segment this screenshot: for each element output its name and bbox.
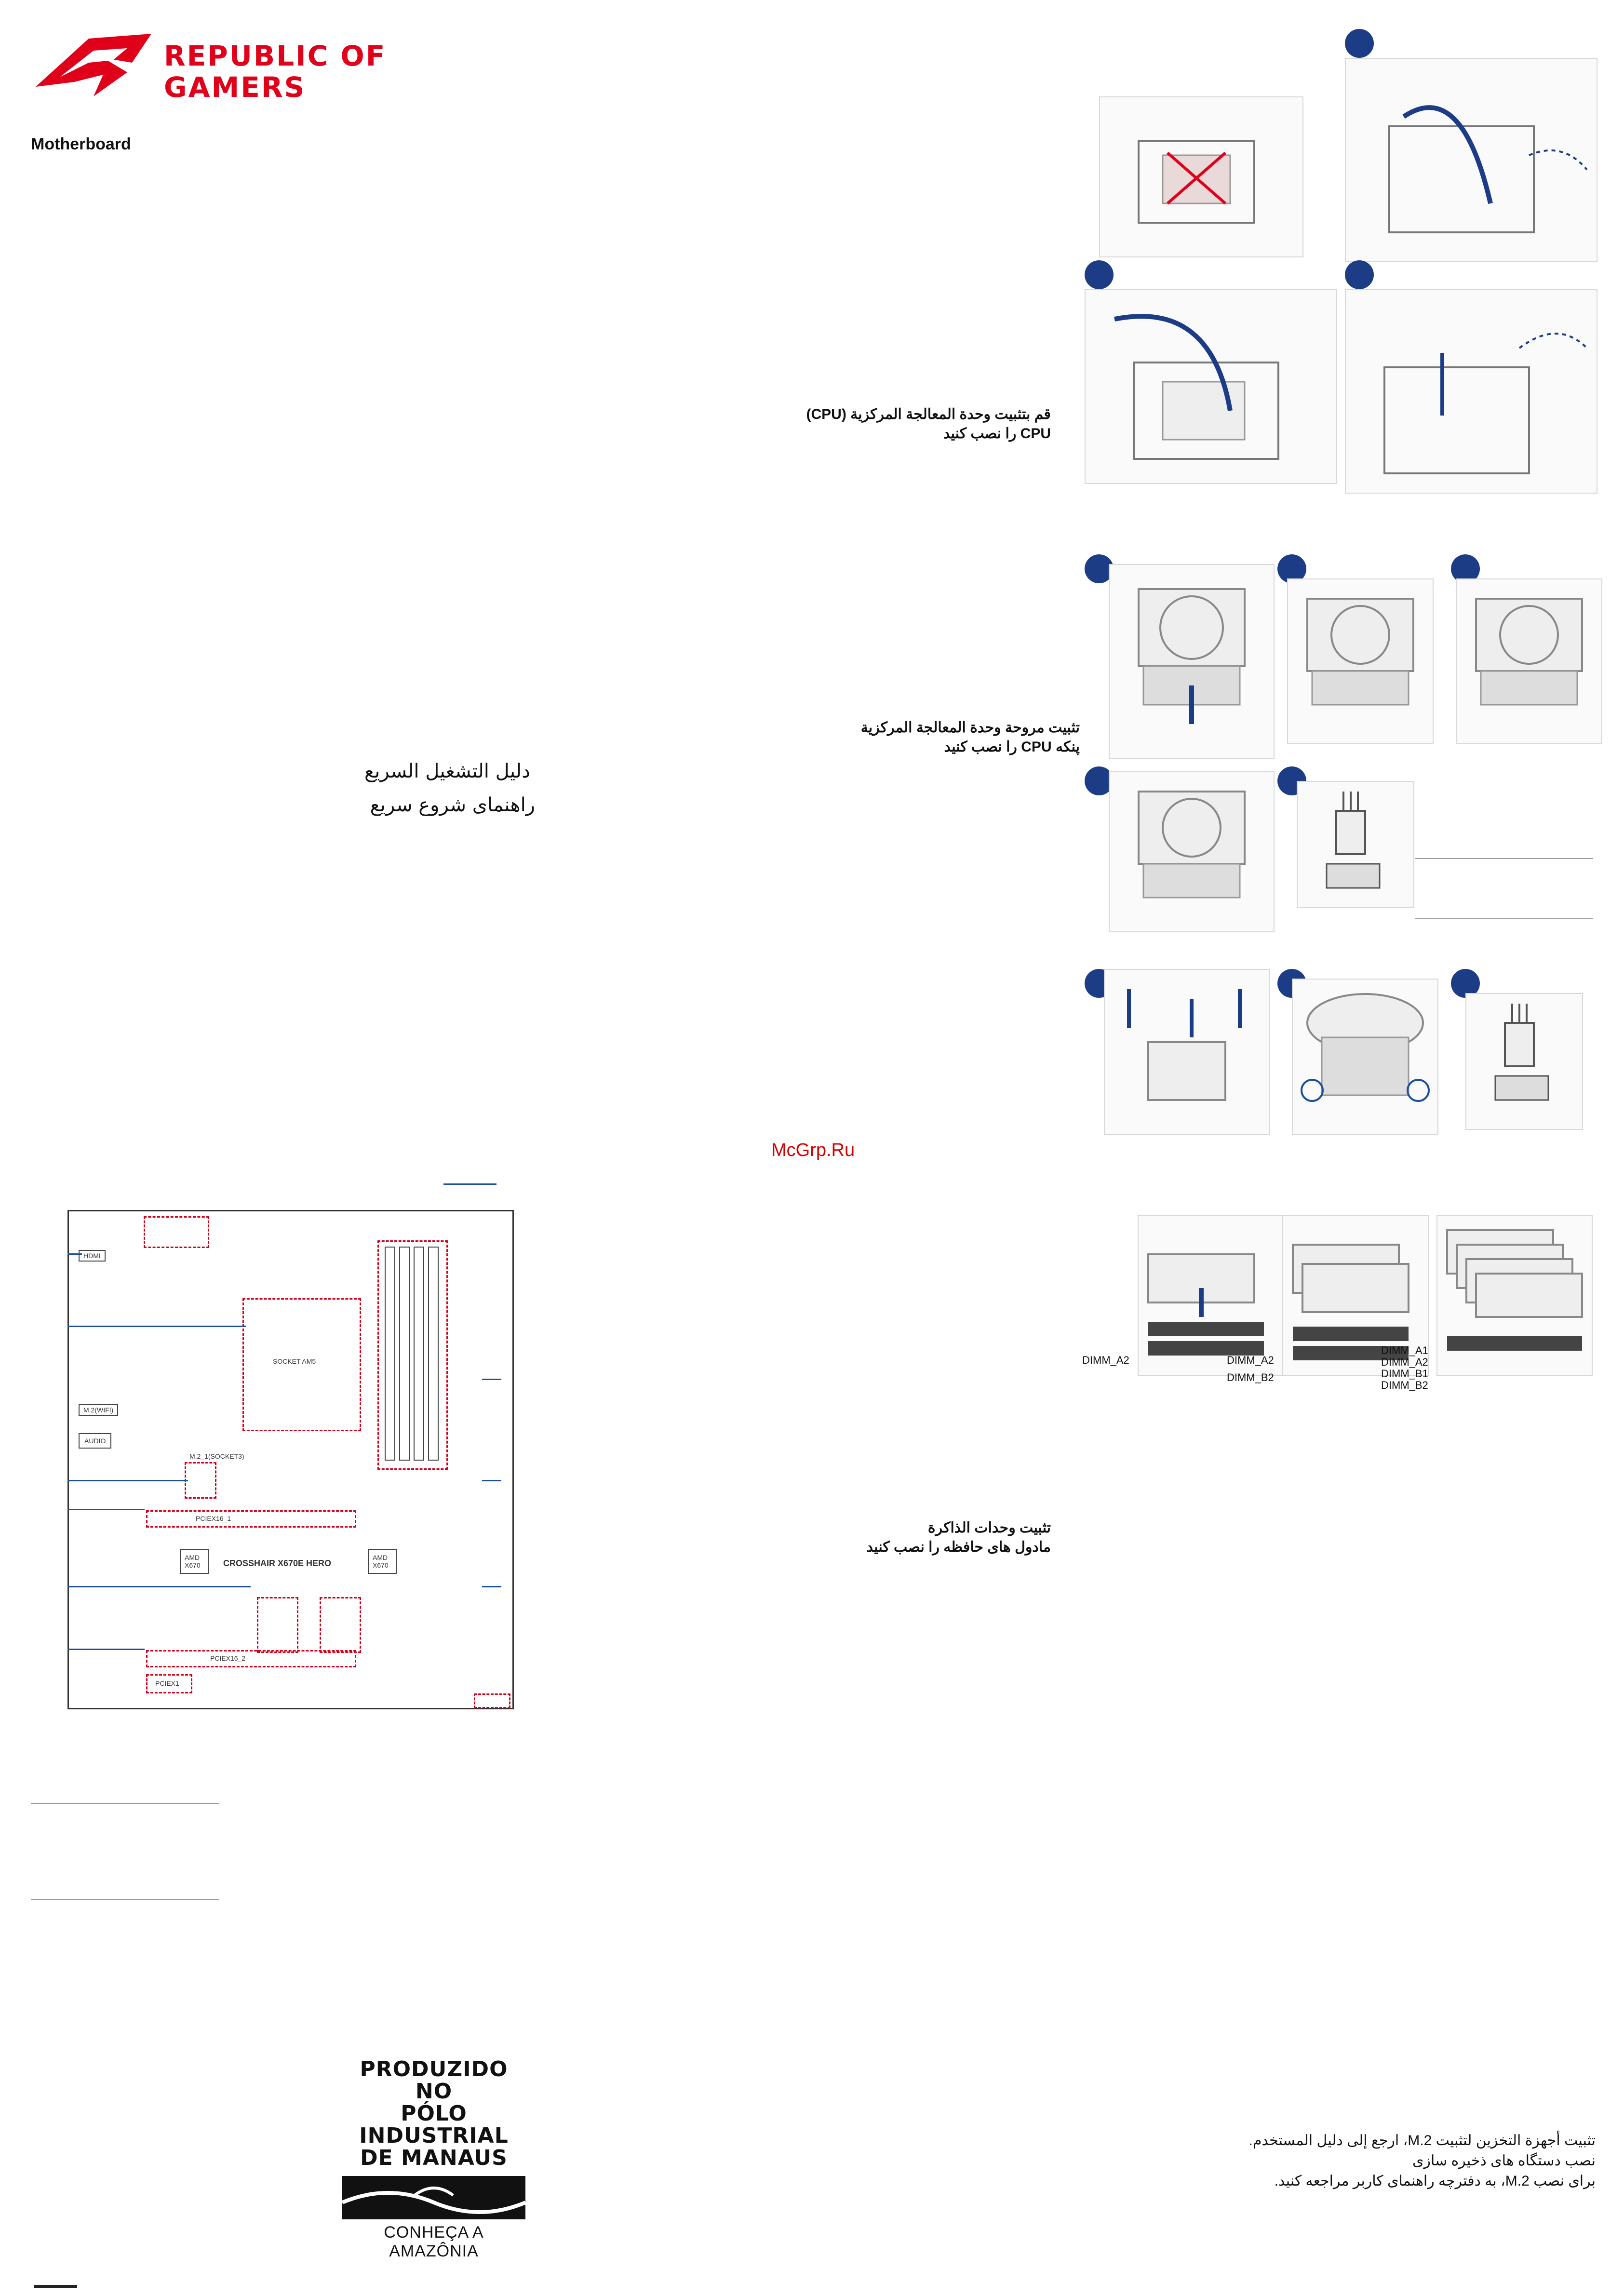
manaus-tagline: CONHEÇA A AMAZÔNIA [384, 2223, 484, 2260]
rear-io-header-highlight [144, 1216, 209, 1248]
fan-note-rule-bottom [1415, 918, 1593, 919]
dimm-slot [385, 1247, 395, 1461]
m2-slot-label: M.2_1(SOCKET3) [189, 1452, 244, 1460]
callout-line [67, 1326, 246, 1327]
socket-label: SOCKET AM5 [273, 1357, 316, 1365]
fan-title-arabic: تثبيت مروحة وحدة المعالجة المركزية [860, 720, 1080, 736]
step-badge [1085, 260, 1114, 289]
callout-line [67, 1480, 188, 1481]
dimm-config-4: DIMM_A1 DIMM_A2 DIMM_B1 DIMM_B2 [1381, 1345, 1428, 1391]
quick-start-title-persian: راهنمای شروع سریع [370, 794, 535, 816]
dimm-slots-highlight [377, 1240, 448, 1470]
fan-illustration-4 [1109, 771, 1275, 932]
m2-storage-note: تثبيت أجهزة التخزين لتثبيت M.2، ارجع إلى… [1109, 2131, 1596, 2191]
dimm-label: DIMM_A2 [1082, 1354, 1129, 1366]
dimm-slot [414, 1247, 424, 1461]
callout-line [482, 1379, 501, 1380]
fan-illustration-2 [1287, 578, 1434, 744]
manaus-emblem [341, 2176, 526, 2219]
manaus-line1: PRODUZIDO NO [360, 2057, 508, 2104]
dimm-label: DIMM_B2 [1381, 1379, 1428, 1391]
pcie-slot-3-label: PCIEX1 [155, 1679, 179, 1687]
cpu-illustration-3 [1085, 289, 1337, 484]
dimm-1-module-illustration [1138, 1215, 1284, 1376]
dimm-4-module-illustration [1436, 1215, 1593, 1376]
watermark-text: McGrp.Ru [771, 1140, 855, 1160]
model-label: CROSSHAIR X670E HERO [223, 1558, 332, 1568]
mb-note-rule-top [31, 1803, 219, 1804]
callout-line [67, 1649, 145, 1650]
mb-note-rule-bottom [31, 1899, 219, 1900]
amd-fan-connector-illustration [1465, 993, 1583, 1130]
manaus-line2: PÓLO INDUSTRIAL [359, 2101, 509, 2148]
cooler-bracket-illustration [1104, 969, 1270, 1135]
fan-illustration-1 [1109, 564, 1275, 759]
fan-title-persian: پنکه CPU را نصب کنید [944, 739, 1080, 755]
memory-section-title: تثبيت وحدات الذاكرة مادول های حافظه را ن… [771, 1518, 1051, 1557]
callout-line [482, 1586, 501, 1587]
pcie-slot-1-highlight: PCIEX16_1 [146, 1510, 356, 1528]
m2-wifi-label: M.2(WIFI) [79, 1404, 119, 1416]
chipset-a-label: AMD X670 [180, 1549, 209, 1574]
memory-title-arabic: تثبيت وحدات الذاكرة [927, 1520, 1051, 1536]
rog-logo [31, 29, 156, 101]
cpu-illustration-2 [1345, 58, 1597, 262]
fan-section-title: تثبيت مروحة وحدة المعالجة المركزية پنکه … [771, 718, 1080, 757]
m2-note-persian-2: برای نصب M.2، به دفترچه راهنمای کاربر مر… [1274, 2173, 1596, 2189]
pcie-slot-1-label: PCIEX16_1 [196, 1515, 231, 1522]
brand-name-line1: REPUBLIC OF [164, 40, 387, 72]
callout-line [482, 1480, 501, 1481]
dimm-2-module-illustration [1282, 1215, 1429, 1376]
dimm-label: DIMM_B1 [1381, 1368, 1428, 1380]
front-panel-highlight [474, 1693, 510, 1708]
dimm-config-2: DIMM_A2 DIMM_B2 [1227, 1355, 1274, 1383]
brand-name-line2: GAMERS [164, 71, 306, 104]
cpu-illustration-4 [1345, 289, 1597, 494]
cpu-socket-highlight: SOCKET AM5 [242, 1298, 361, 1431]
chipset-b-label: AMD X670 [368, 1549, 397, 1574]
dimm-slot [428, 1247, 439, 1461]
amd-cooler-illustration [1292, 979, 1438, 1135]
callout-line [67, 1253, 82, 1255]
m2-slot-3-highlight [320, 1597, 361, 1653]
fan-connector-illustration [1297, 781, 1414, 908]
motherboard-diagram: SOCKET AM5 HDMI M.2(WIFI) AUDIO M.2_1(SO… [67, 1210, 514, 1709]
dimm-label: DIMM_A1 [1381, 1344, 1428, 1356]
dimm-config-1: DIMM_A2 [1082, 1355, 1129, 1366]
m2-note-persian-1: نصب دستگاه های ذخیره سازی [1412, 2153, 1596, 2169]
dimm-label: DIMM_A2 [1381, 1356, 1428, 1368]
pcie-slot-3-highlight: PCIEX1 [146, 1674, 192, 1693]
cpu-title-persian: CPU را نصب کنید [943, 426, 1051, 442]
pcie-slot-2-highlight: PCIEX16_2 [146, 1650, 356, 1667]
m2-slot-highlight [185, 1462, 216, 1499]
step-badge [1345, 29, 1374, 58]
fan-note-rule-top [1415, 858, 1593, 859]
hdmi-label: HDMI [79, 1250, 106, 1262]
product-type-label: Motherboard [31, 135, 131, 153]
cpu-section-title: قم بتثبيت وحدة المعالجة المركزية (CPU) C… [771, 405, 1051, 443]
manaus-line3: DE MANAUS [360, 2146, 508, 2170]
cpu-title-arabic: قم بتثبيت وحدة المعالجة المركزية (CPU) [806, 406, 1051, 422]
dimm-label: DIMM_A2 [1227, 1354, 1274, 1366]
callout-line [443, 1183, 497, 1185]
pcie-slot-2-label: PCIEX16_2 [210, 1654, 246, 1662]
audio-label: AUDIO [79, 1433, 112, 1449]
m2-note-arabic: تثبيت أجهزة التخزين لتثبيت M.2، ارجع إلى… [1248, 2133, 1596, 2148]
m2-slot-2-highlight [257, 1597, 298, 1653]
memory-title-persian: مادول های حافظه را نصب کنید [866, 1539, 1051, 1555]
manaus-badge: PRODUZIDO NO PÓLO INDUSTRIAL DE MANAUS C… [341, 2057, 526, 2261]
fan-illustration-3 [1456, 578, 1602, 744]
quick-start-title-arabic: دليل التشغيل السريع [364, 760, 530, 782]
callout-line [67, 1586, 251, 1587]
dimm-slot [399, 1247, 410, 1461]
page-edge-mark [34, 2285, 77, 2288]
callout-line [67, 1509, 145, 1510]
cpu-illustration-1 [1099, 96, 1303, 257]
step-badge [1345, 260, 1374, 289]
dimm-label: DIMM_B2 [1227, 1371, 1274, 1383]
